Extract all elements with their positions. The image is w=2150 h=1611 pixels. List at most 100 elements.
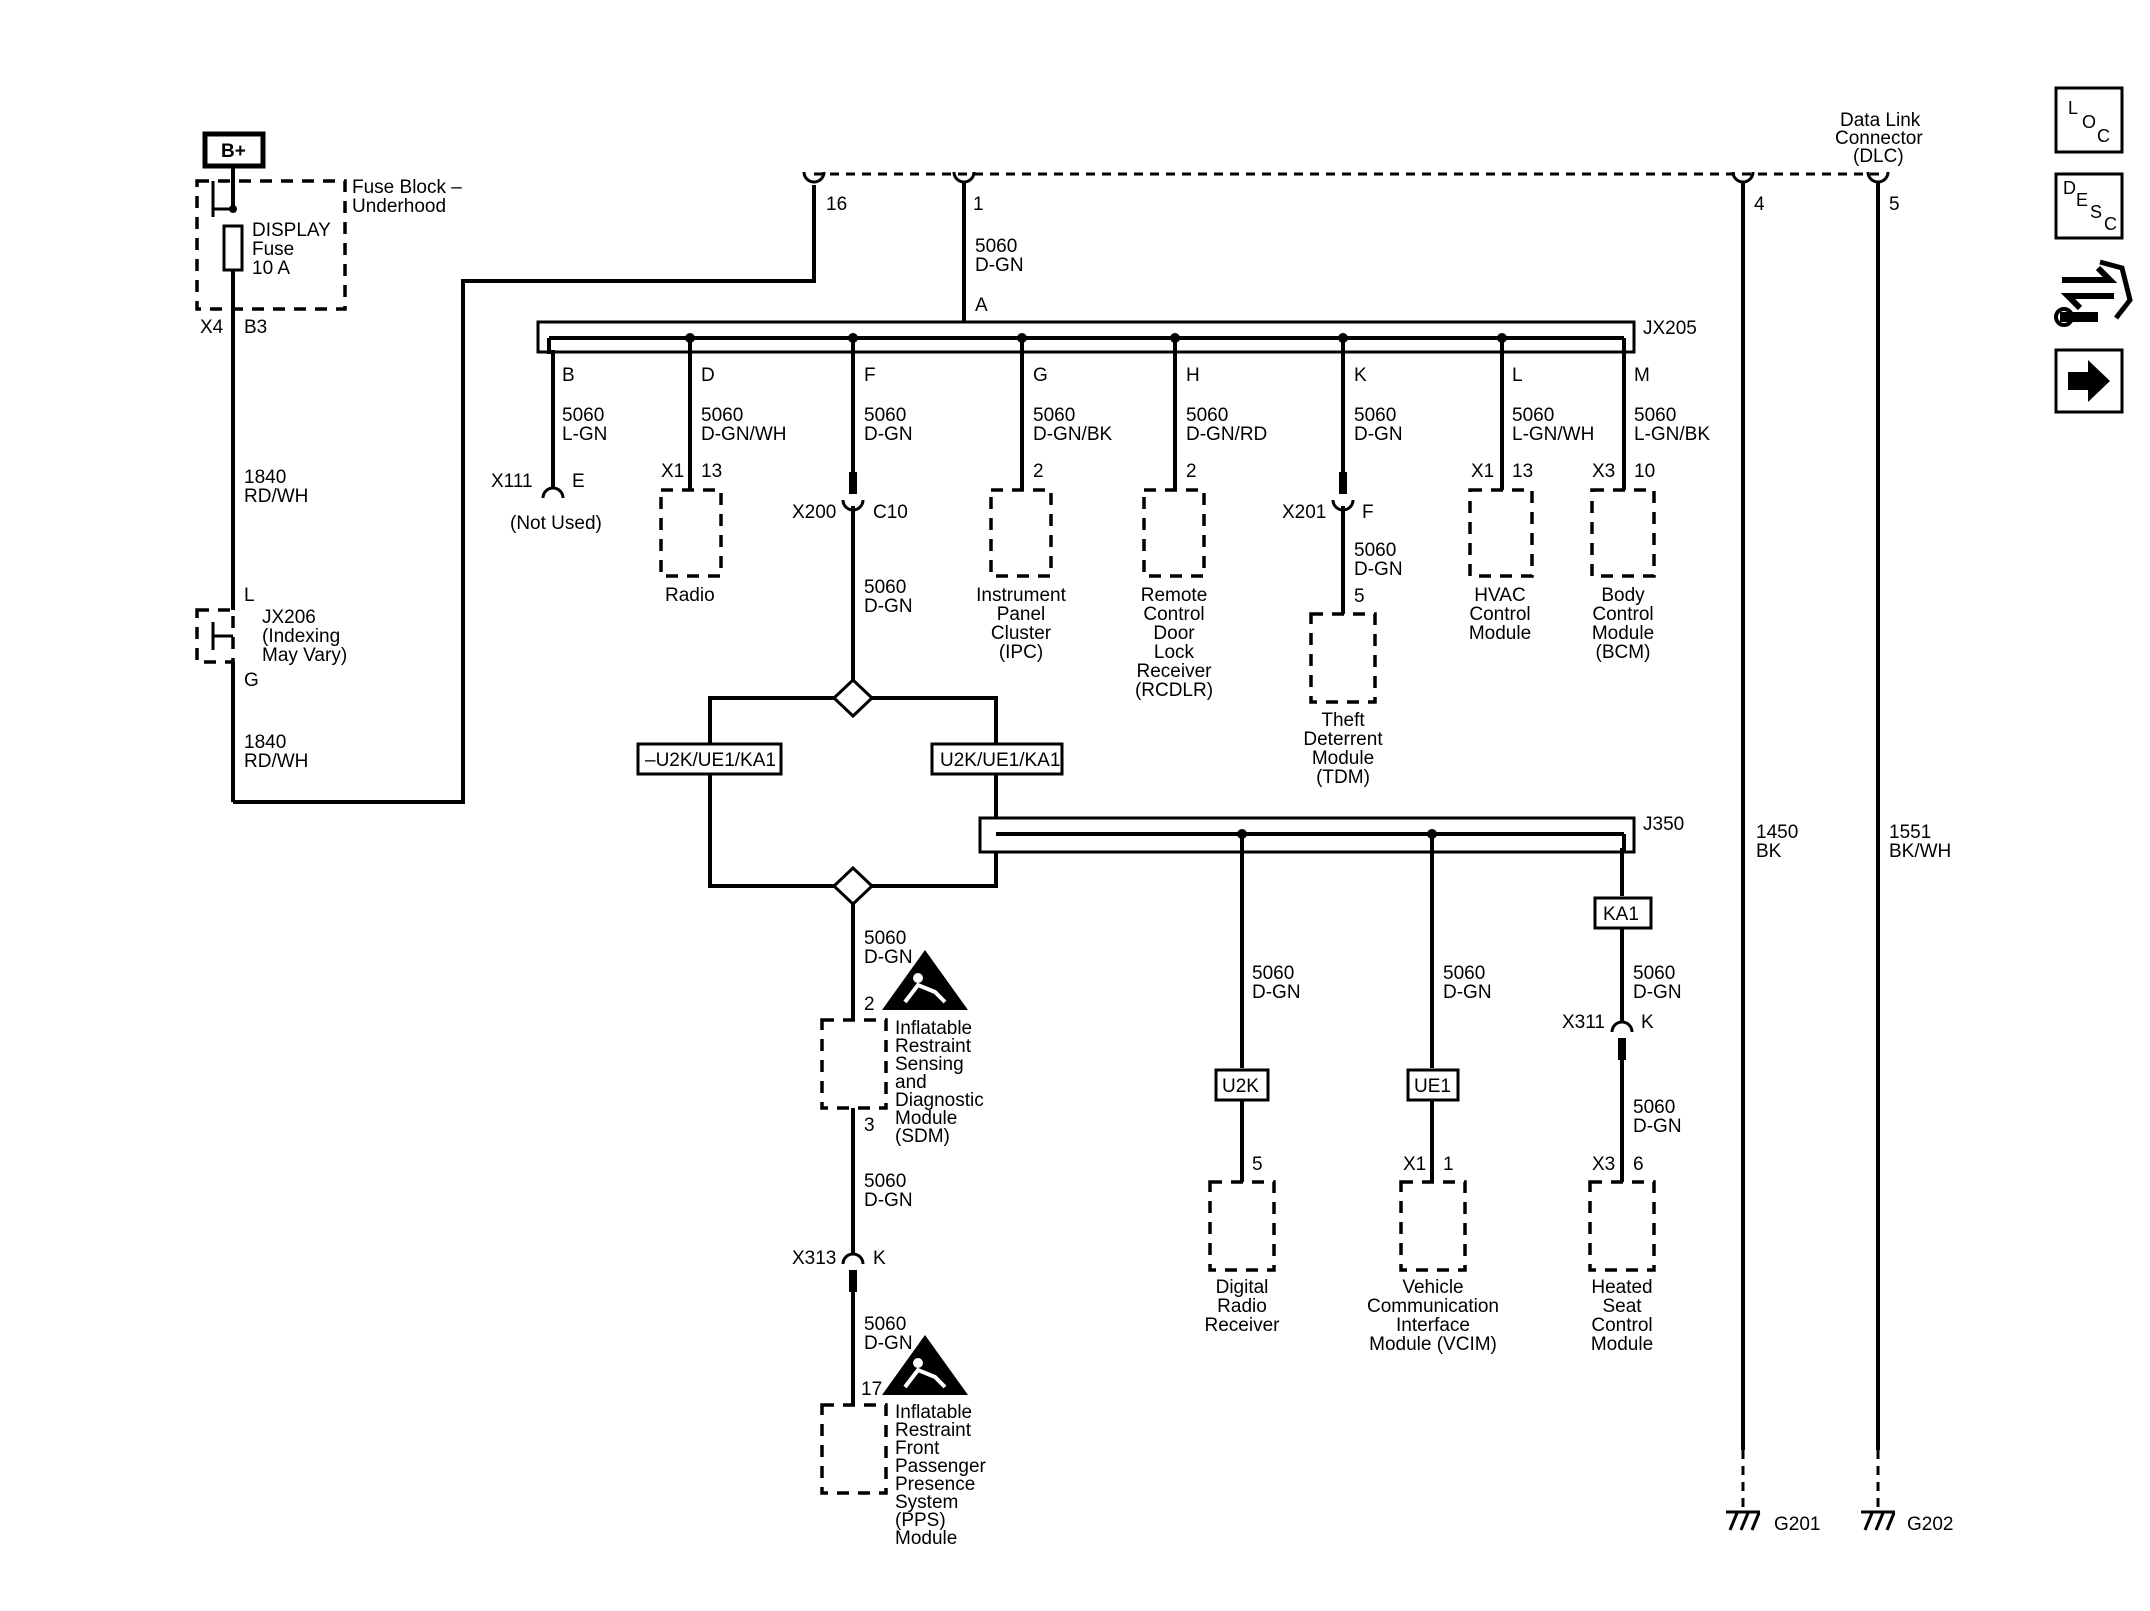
pps-label-4: Passenger xyxy=(895,1456,987,1477)
option-right: U2K/UE1/KA1 xyxy=(940,750,1060,771)
pps-label-6: System xyxy=(895,1492,958,1513)
branch-b-module: (Not Used) xyxy=(510,513,602,534)
branch-b: B 5060 L-GN X111 E (Not Used) xyxy=(491,338,607,534)
fuse-block-underhood: Fuse Block – Underhood DISPLAY Fuse 10 A… xyxy=(195,177,462,338)
bcm-label-2: Control xyxy=(1592,604,1653,625)
vcim-label-4: Module (VCIM) xyxy=(1369,1334,1497,1355)
vcim-label-3: Interface xyxy=(1396,1315,1470,1336)
x200-wire-circuit: 5060 xyxy=(864,577,906,598)
fuse-rating: 10 A xyxy=(252,258,290,279)
ground-g202-label: G202 xyxy=(1907,1514,1953,1535)
fuse-block-title-2: Underhood xyxy=(352,196,446,217)
wire-1840-circuit: 1840 xyxy=(244,467,286,488)
loc-c: C xyxy=(2097,126,2110,146)
loc-button[interactable]: L O C xyxy=(2054,86,2124,154)
option-split: –U2K/UE1/KA1 U2K/UE1/KA1 xyxy=(636,677,1064,907)
hscm-branch: KA1 5060 D-GN X311 K 5060 D-GN X3 6 Heat… xyxy=(1562,834,1682,1355)
branch-b-circuit: 5060 xyxy=(562,405,604,426)
drr-circuit: 5060 xyxy=(1252,963,1294,984)
pps-label: Inflatable xyxy=(895,1402,972,1423)
hscm-circuit-2: 5060 xyxy=(1633,1097,1675,1118)
branch-l-conn-pin: 13 xyxy=(1512,461,1533,482)
x313-wire-circuit: 5060 xyxy=(864,1171,906,1192)
bcm-label-3: Module xyxy=(1592,623,1654,644)
branch-m-conn-pin: 10 xyxy=(1634,461,1655,482)
pps-pin: 17 xyxy=(861,1379,882,1400)
branch-m-pin: M xyxy=(1634,365,1650,386)
ground-g201-color: BK xyxy=(1756,841,1782,862)
branch-d-connector: X1 xyxy=(661,461,684,482)
data-link-connector: Data Link Connector (DLC) 16 1 4 5 xyxy=(802,110,1923,215)
rcdlr-label-5: Receiver xyxy=(1137,661,1213,682)
next-page-button[interactable] xyxy=(2054,348,2124,414)
branch-m-connector: X3 xyxy=(1592,461,1615,482)
sdm-wire-circuit: 5060 xyxy=(864,928,906,949)
next-page-arrow-icon xyxy=(2068,360,2110,402)
vcim-option-tag: UE1 xyxy=(1414,1076,1451,1097)
desc-s: S xyxy=(2090,202,2102,222)
sdm-label-7: (SDM) xyxy=(895,1126,950,1147)
fuse-block-title: Fuse Block – xyxy=(352,177,462,198)
dlc-title-2: Connector xyxy=(1835,128,1923,149)
x201-connector: X201 xyxy=(1282,502,1326,523)
branch-h-circuit: 5060 xyxy=(1186,405,1228,426)
connector-view-icon[interactable] xyxy=(2054,259,2133,327)
branch-g-pin: G xyxy=(1033,365,1048,386)
rcdlr-label-6: (RCDLR) xyxy=(1135,680,1213,701)
jx205-wire-circuit: 5060 xyxy=(975,236,1017,257)
branch-f-color: D-GN xyxy=(864,424,913,445)
sdm-pin-out: 3 xyxy=(864,1115,875,1136)
ground-g202-color: BK/WH xyxy=(1889,841,1951,862)
jx206-label: JX206 xyxy=(262,607,316,628)
x311-pin: K xyxy=(1641,1012,1654,1033)
sdm-label-5: Diagnostic xyxy=(895,1090,984,1111)
sdm-wire-color: D-GN xyxy=(864,947,913,968)
fuse-label: Fuse xyxy=(252,239,294,260)
drr-option-tag: U2K xyxy=(1222,1076,1259,1097)
hscm-pin: 6 xyxy=(1633,1154,1644,1175)
x313-wire-color: D-GN xyxy=(864,1190,913,1211)
branch-l-pin: L xyxy=(1512,365,1523,386)
branch-g-color: D-GN/BK xyxy=(1033,424,1113,445)
j350-label: J350 xyxy=(1643,814,1684,835)
branch-f-circuit: 5060 xyxy=(864,405,906,426)
hscm-label: Heated xyxy=(1591,1277,1652,1298)
tdm-label: Theft xyxy=(1321,710,1365,731)
sdm-label-3: Sensing xyxy=(895,1054,964,1075)
branch-g-conn-pin: 2 xyxy=(1033,461,1044,482)
branch-k-color: D-GN xyxy=(1354,424,1403,445)
drr-color: D-GN xyxy=(1252,982,1301,1003)
tdm-label-4: (TDM) xyxy=(1316,767,1370,788)
desc-c: C xyxy=(2104,214,2117,234)
vcim-color: D-GN xyxy=(1443,982,1492,1003)
option-tag-right xyxy=(930,742,1064,776)
x313-connector: X313 xyxy=(792,1248,836,1269)
pps-wire-circuit: 5060 xyxy=(864,1314,906,1335)
tdm-label-3: Module xyxy=(1312,748,1374,769)
jx205-pin-a: A xyxy=(975,295,988,316)
hscm-color-1: D-GN xyxy=(1633,982,1682,1003)
bcm-label-4: (BCM) xyxy=(1596,642,1651,663)
desc-d: D xyxy=(2063,178,2076,198)
jx206-pin-bottom: G xyxy=(244,670,259,691)
sdm-branch: 5060 D-GN 2 3 Inflatable Restraint Sensi… xyxy=(792,904,987,1549)
branch-f: F 5060 D-GN X200 C10 5060 D-GN xyxy=(792,333,913,684)
drr-label-3: Receiver xyxy=(1205,1315,1281,1336)
branch-h-rcdlr: H 5060 D-GN/RD 2 Remote Control Door Loc… xyxy=(1135,333,1267,701)
ipc-label: Instrument xyxy=(976,585,1066,606)
jx206-pin-top: L xyxy=(244,585,255,606)
bcm-label: Body xyxy=(1601,585,1645,606)
loc-o: O xyxy=(2082,112,2096,132)
branch-k-tdm: K 5060 D-GN X201 F 5060 D-GN 5 Theft Det… xyxy=(1282,333,1403,788)
tdm-wire-color: D-GN xyxy=(1354,559,1403,580)
branch-d-radio: D 5060 D-GN/WH X1 13 Radio xyxy=(659,333,786,606)
vcim-label-2: Communication xyxy=(1367,1296,1499,1317)
desc-button[interactable]: D E S C xyxy=(2054,172,2124,240)
vcim-label: Vehicle xyxy=(1402,1277,1463,1298)
airbag-warning-icon xyxy=(882,1335,968,1395)
jx206-note: (Indexing xyxy=(262,626,340,647)
dlc-pin-16: 16 xyxy=(826,194,847,215)
ground-g201-label: G201 xyxy=(1774,1514,1820,1535)
ground-g201: 1450 BK G201 xyxy=(1726,182,1820,1535)
